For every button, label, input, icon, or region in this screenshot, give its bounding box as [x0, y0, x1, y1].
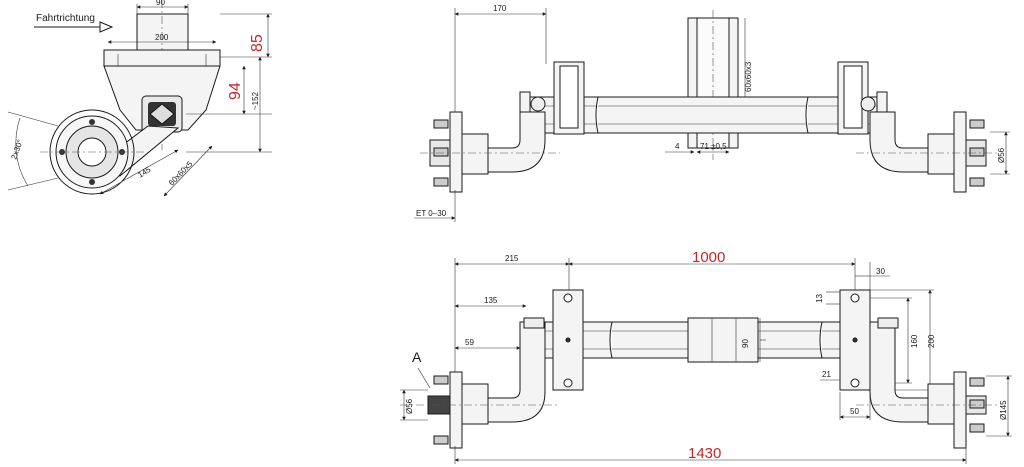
dim-90-top: 90	[741, 339, 750, 348]
dim-170: 170	[493, 4, 507, 13]
left-arm	[487, 111, 546, 173]
dim-d56-top: Ø56	[405, 398, 414, 414]
left-drum-top	[449, 371, 463, 449]
dim-71: 71 ±0,5	[700, 142, 727, 151]
bracket-top	[136, 13, 189, 51]
center-clamp	[687, 317, 759, 363]
left-studs	[433, 119, 449, 187]
dim-59: 59	[465, 338, 474, 347]
dim-13: 13	[815, 294, 824, 303]
dim-et: ET 0–30	[416, 209, 447, 218]
front-view: 170 60x60x3 4 71 ±0,5	[414, 4, 1010, 222]
axle-tube	[527, 96, 879, 134]
dim-90-side: 90	[156, 0, 165, 7]
mounting-plate	[103, 49, 221, 67]
dim-60x60x5: 60x60x5	[167, 159, 195, 187]
dim-94: 94	[227, 82, 244, 100]
right-drum	[953, 111, 967, 193]
top-view: 215 1000 30 135 90	[400, 249, 1012, 464]
left-drum	[449, 111, 463, 193]
right-hub-top	[927, 383, 955, 425]
left-hub-top	[461, 383, 489, 425]
dim-135: 135	[484, 296, 498, 305]
dim-21: 21	[822, 370, 831, 379]
left-studs-top	[433, 375, 449, 445]
direction-label: Fahrtrichtung	[36, 13, 95, 24]
left-arm-top	[487, 321, 546, 423]
right-studs	[969, 119, 985, 187]
side-view: Fahrtrichtung 90 200 85 94 ~	[7, 0, 272, 197]
right-studs-top	[969, 377, 985, 433]
dim-152: ~152	[251, 91, 260, 110]
dim-1430: 1430	[688, 445, 721, 462]
dim-angle: 2x30°	[9, 138, 24, 160]
dim-60x60x3: 60x60x3	[744, 61, 753, 92]
dim-50: 50	[850, 407, 859, 416]
dim-d56-front: Ø56	[997, 147, 1006, 163]
direction-arrow-icon	[99, 21, 114, 33]
dim-200-top: 200	[927, 334, 936, 348]
dim-30: 30	[876, 267, 885, 276]
dim-85: 85	[249, 34, 266, 52]
right-drum-top	[953, 371, 967, 449]
right-arm-top	[869, 321, 929, 423]
label-a: A	[412, 349, 422, 365]
dim-d145: Ø145	[999, 400, 1008, 420]
dim-145-side: 145	[136, 165, 153, 180]
left-hub	[461, 133, 489, 175]
dim-1000: 1000	[692, 249, 725, 266]
dim-160: 160	[910, 334, 919, 348]
dim-215: 215	[505, 254, 519, 263]
dim-200-side: 200	[155, 33, 169, 42]
right-hub	[927, 133, 955, 175]
dim-4: 4	[675, 142, 680, 151]
right-arm	[869, 111, 929, 173]
